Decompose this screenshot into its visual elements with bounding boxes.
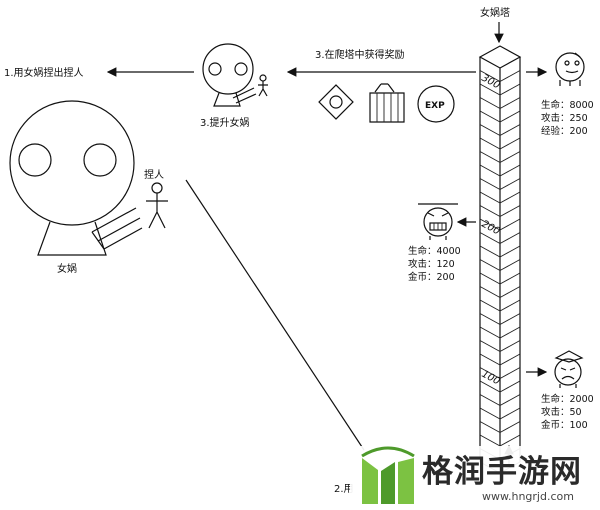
gem-icon [318, 84, 354, 120]
monster3-stat-hp: 生命：2000 [541, 393, 594, 405]
tower-floor-line [479, 421, 521, 434]
tower-floor-line [479, 97, 521, 110]
step3a-label: 3.在爬塔中获得奖励 [315, 48, 405, 61]
monster1-stat-attack: 攻击：250 [541, 112, 588, 124]
monster1-stat-exp: 经验：200 [541, 125, 588, 137]
tower-floor-line [479, 191, 521, 204]
nuwa-figure [9, 100, 143, 256]
watermark: 格润手游网 www.hngrjd.com [350, 446, 600, 510]
monster3-stat-attack: 攻击：50 [541, 406, 582, 418]
tower-floor-line [479, 340, 521, 353]
tower-floor-line [479, 245, 521, 258]
small-nuwa-figure [202, 43, 268, 107]
watermark-brand: 格润手游网 [422, 454, 582, 490]
tower-floor-line [479, 178, 521, 191]
floor-300-label: 300 [480, 73, 502, 92]
tower-floor-line [479, 151, 521, 164]
tower-floor-line [479, 110, 521, 123]
monster3-figure [554, 350, 584, 388]
monster2-stat-gold: 金币：200 [408, 271, 455, 283]
tower-floor-line [479, 70, 521, 83]
tower-floor-line [479, 137, 521, 150]
tower-floor-line [479, 380, 521, 393]
step3b-label: 3.提升女娲 [200, 116, 250, 129]
exp-label: EXP [425, 101, 445, 111]
tower-floor-line [479, 164, 521, 177]
monster2-stat-attack: 攻击：120 [408, 258, 455, 270]
monster1-stat-hp: 生命：8000 [541, 99, 594, 111]
tower-floor-line [479, 407, 521, 420]
tower-floor-line [479, 205, 521, 218]
floor-100-label: 100 [480, 369, 502, 388]
tower-floor-line [479, 259, 521, 272]
step2-line [185, 179, 365, 451]
exp-icon [417, 85, 455, 123]
step2-label: 2.用 [334, 484, 354, 495]
tower [478, 45, 522, 474]
tower-floor-line [479, 326, 521, 339]
brand-logo-icon [361, 446, 415, 504]
nuwa-label: 女娲 [57, 262, 77, 275]
tower-floor-line [479, 124, 521, 137]
tower-floor-line [479, 83, 521, 96]
step1-label: 1.用女娲捏出捏人 [4, 66, 84, 79]
tower-floor-line [479, 286, 521, 299]
tower-floor-line [479, 232, 521, 245]
watermark-url: www.hngrjd.com [482, 490, 574, 503]
tower-floor-line [479, 218, 521, 231]
tower-floor-line [479, 272, 521, 285]
puppet-label: 捏人 [144, 168, 164, 181]
tower-floor-line [479, 313, 521, 326]
tower-floor-line [479, 394, 521, 407]
puppet-figure [146, 182, 168, 229]
monster1-figure [555, 52, 585, 86]
monster2-figure [418, 203, 458, 240]
tower-title: 女娲塔 [480, 6, 510, 19]
tower-floor-line [479, 299, 521, 312]
monster2-stat-hp: 生命：4000 [408, 245, 461, 257]
monster3-stat-gold: 金币：100 [541, 419, 588, 431]
tower-floor-line [479, 353, 521, 366]
treasure-chest-icon [369, 83, 405, 123]
tower-floor-line [479, 367, 521, 380]
